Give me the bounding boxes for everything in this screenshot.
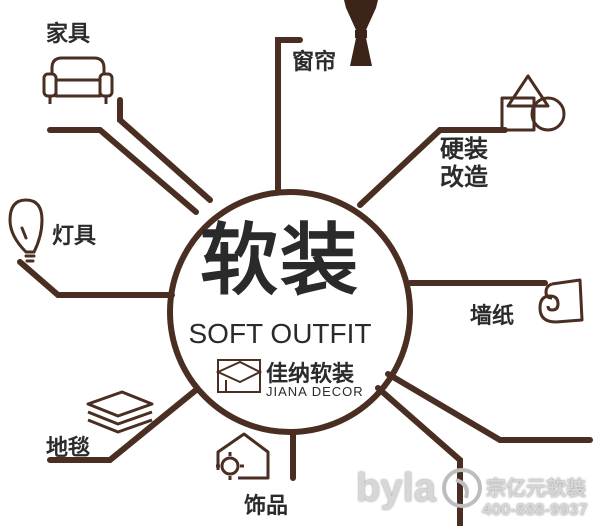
line-br-b (385, 371, 593, 443)
decor-icon (216, 432, 270, 480)
label-lamp: 灯具 (52, 224, 97, 249)
watermark-cn: 宗亿元软装 (486, 478, 586, 500)
brand-name-en: JIANA DECOR (266, 384, 364, 399)
shapes-icon (500, 74, 566, 132)
label-hard-line2: 改造 (440, 163, 488, 191)
brand-logo-icon (215, 359, 263, 393)
watermark-phone: 400-888-9937 (482, 500, 588, 519)
label-curtain: 窗帘 (292, 50, 337, 75)
label-decor: 饰品 (244, 494, 289, 519)
label-hard-line1: 硬装 (440, 135, 488, 163)
label-carpet: 地毯 (46, 436, 91, 461)
line-curtain (275, 37, 303, 193)
carpet-stack-icon (86, 390, 154, 434)
center-subtitle: SOFT OUTFIT (188, 318, 372, 349)
line-carpet (47, 387, 199, 463)
label-wallpaper: 墙纸 (470, 304, 515, 329)
line-hard (357, 127, 508, 208)
brand-name-cn: 佳纳软装 (266, 362, 355, 387)
line-furniture-b (47, 127, 199, 215)
watermark-logo-icon (442, 468, 482, 508)
center-title: 软装 (199, 216, 360, 306)
curtain-icon (344, 0, 378, 66)
line-furniture (117, 97, 213, 203)
sofa-icon (42, 56, 114, 104)
label-furniture: 家具 (46, 22, 91, 47)
line-lamp (17, 259, 175, 298)
watermark-brand: byla (356, 466, 437, 510)
lightbulb-icon (8, 198, 44, 263)
wallpaper-roll-icon (538, 278, 584, 324)
